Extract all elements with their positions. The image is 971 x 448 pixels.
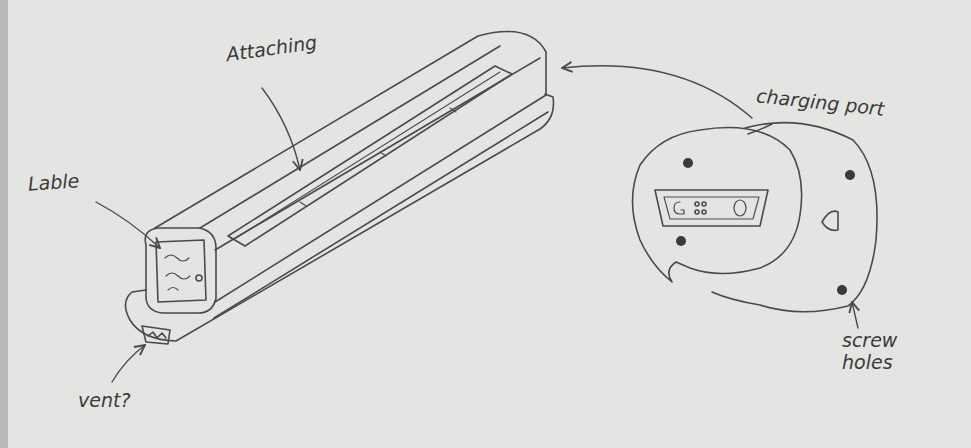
screw-hole bbox=[683, 158, 693, 168]
part-label: screw holes bbox=[842, 330, 912, 374]
base-plate-edge bbox=[214, 112, 548, 318]
part-label: Attaching bbox=[225, 32, 319, 66]
leader-arrow bbox=[852, 302, 858, 328]
screw-hole bbox=[676, 236, 686, 246]
port-pin bbox=[702, 210, 706, 214]
vent-grille bbox=[148, 332, 166, 338]
part-label: Lable bbox=[27, 170, 80, 195]
charging-port-inner bbox=[664, 197, 759, 219]
window-scribble bbox=[165, 255, 190, 290]
housing-body bbox=[155, 32, 546, 302]
port-pin bbox=[734, 200, 746, 216]
end-cap bbox=[633, 128, 802, 283]
leader-line bbox=[748, 124, 772, 134]
part-label: vent? bbox=[78, 390, 131, 412]
port-pin bbox=[702, 202, 706, 206]
housing-ridge bbox=[215, 58, 540, 250]
leader-arrow bbox=[262, 88, 300, 170]
leader-arrow bbox=[96, 202, 160, 248]
screw-hole bbox=[845, 170, 855, 180]
port-pin bbox=[674, 202, 684, 214]
vent bbox=[142, 326, 170, 344]
cap-hole bbox=[822, 211, 838, 230]
part-label: charging port bbox=[755, 85, 885, 120]
port-pin bbox=[695, 202, 699, 206]
end-cap-outline bbox=[712, 123, 877, 312]
housing-ridge bbox=[200, 46, 500, 228]
attaching-strip bbox=[228, 66, 512, 246]
end-face bbox=[145, 228, 216, 313]
port-pin bbox=[695, 210, 699, 214]
charging-port bbox=[655, 190, 768, 226]
led-window bbox=[156, 240, 206, 302]
leader-arrow bbox=[112, 345, 145, 382]
attaching-strip-detail bbox=[236, 72, 500, 238]
paper-edge bbox=[0, 0, 8, 448]
view-arrow bbox=[562, 66, 752, 118]
small-screw bbox=[196, 275, 202, 281]
screw-hole bbox=[837, 285, 847, 295]
